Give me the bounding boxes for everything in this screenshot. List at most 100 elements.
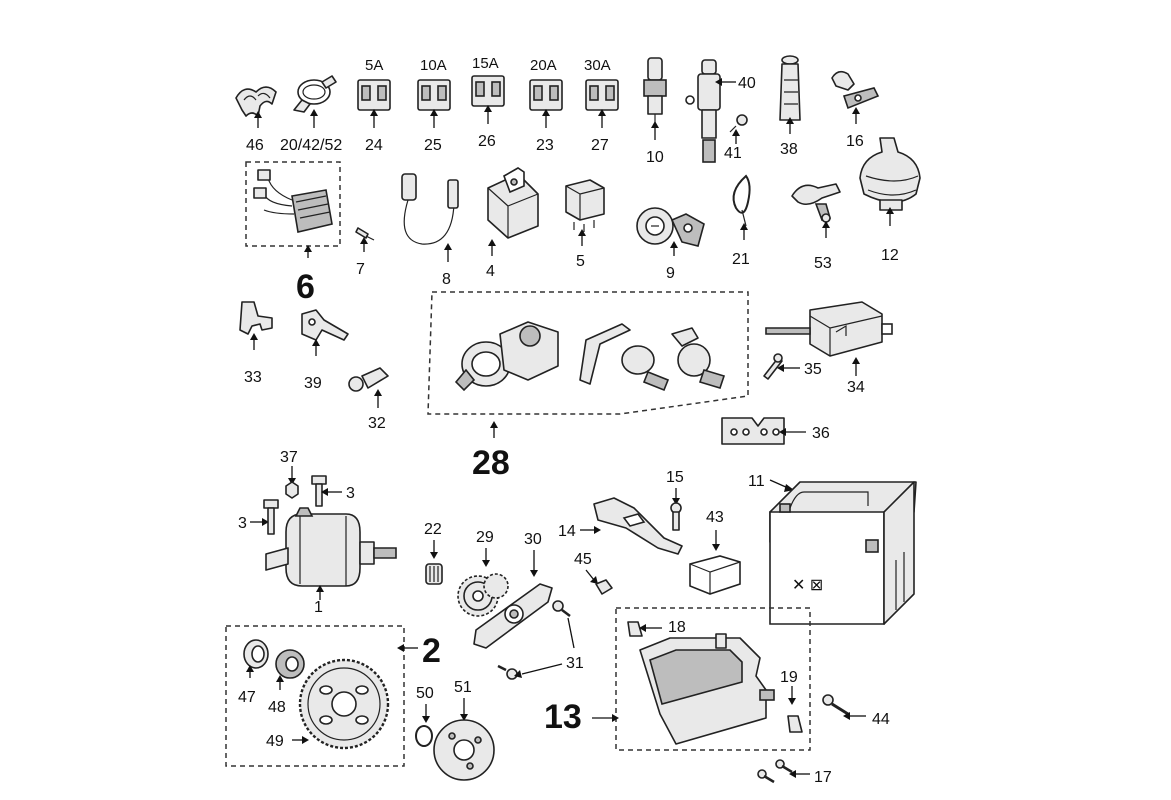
label-41: 41 — [724, 145, 742, 162]
label-4: 4 — [486, 263, 495, 280]
label-31: 31 — [566, 655, 584, 672]
screw-31a-icon — [552, 600, 571, 617]
label-7: 7 — [356, 261, 365, 278]
label-35: 35 — [804, 361, 822, 378]
label-10: 10 — [646, 149, 664, 166]
fuse-23-icon — [529, 79, 563, 111]
screws-17-icon — [757, 759, 793, 784]
label-8: 8 — [442, 271, 451, 288]
ignition-lock-9-icon — [636, 207, 705, 247]
label-50: 50 — [416, 685, 434, 702]
dashed-box-13 — [615, 607, 811, 751]
label-18: 18 — [668, 619, 686, 636]
cable-tie-21-icon — [732, 174, 751, 227]
label-11: 11 — [748, 473, 765, 490]
foam-block-43-icon — [689, 555, 741, 595]
label-23: 23 — [536, 137, 554, 154]
screw-31b-icon — [497, 664, 518, 680]
clip-46-icon — [235, 86, 277, 117]
screw-41-icon — [729, 114, 748, 133]
bracket-16-icon — [831, 70, 880, 110]
clip-18-icon — [627, 621, 643, 637]
clip-19-icon — [787, 715, 803, 733]
label-38: 38 — [780, 141, 798, 158]
label-28: 28 — [472, 444, 510, 482]
drum-51-icon — [433, 719, 495, 781]
label-37: 37 — [280, 449, 298, 466]
label-15: 15 — [666, 469, 684, 486]
screw-44-icon — [822, 694, 849, 716]
fitting-45-icon — [595, 579, 613, 595]
label-43: 43 — [706, 509, 724, 526]
needle-bearing-22-icon — [425, 563, 443, 585]
screw-35-icon — [763, 353, 783, 380]
label-39: 39 — [304, 375, 322, 392]
battery-11-icon — [769, 481, 917, 625]
fuse-rating-26: 15A — [472, 55, 499, 72]
label-13: 13 — [544, 698, 582, 736]
label-29: 29 — [476, 529, 494, 546]
fuse-rating-27: 30A — [584, 57, 611, 74]
label-40: 40 — [738, 75, 756, 92]
switch-40-icon — [685, 59, 721, 163]
relay-4-icon — [487, 167, 539, 239]
nut-37-icon — [285, 481, 299, 499]
label-17: 17 — [814, 769, 832, 786]
label-51: 51 — [454, 679, 472, 696]
label-25: 25 — [424, 137, 442, 154]
fuse-25-icon — [417, 79, 451, 111]
fuse-rating-25: 10A — [420, 57, 447, 74]
fuse-rating-23: 20A — [530, 57, 557, 74]
label-22: 22 — [424, 521, 442, 538]
ring-50-icon — [415, 725, 433, 747]
label-49: 49 — [266, 733, 284, 750]
gear-plate-30-icon — [473, 583, 553, 649]
lock-actuator-34-icon — [765, 301, 893, 357]
label-33: 33 — [244, 369, 262, 386]
label-32: 32 — [368, 415, 386, 432]
bolt-3-left-icon — [263, 499, 279, 535]
label-44: 44 — [872, 711, 890, 728]
label-21: 21 — [732, 251, 750, 268]
fuse-rating-24: 5A — [365, 57, 383, 74]
brake-switch-10-icon — [643, 57, 667, 124]
sprocket-49-icon — [298, 658, 390, 750]
label-3-top: 3 — [346, 485, 355, 502]
gear-29-icon — [457, 573, 509, 617]
label-6: 6 — [296, 268, 315, 306]
bolt-15-icon — [670, 502, 682, 531]
label-9: 9 — [666, 265, 675, 282]
label-3-left: 3 — [238, 515, 247, 532]
label-20-42-52: 20/42/52 — [280, 137, 342, 154]
label-1: 1 — [314, 599, 323, 616]
seal-47-icon — [243, 639, 269, 669]
label-16: 16 — [846, 133, 864, 150]
label-53: 53 — [814, 255, 832, 272]
fuse-27-icon — [585, 79, 619, 111]
regulator-6-icon — [253, 169, 333, 233]
dashed-box-28 — [427, 291, 749, 415]
label-34: 34 — [847, 379, 865, 396]
fuse-26-icon — [471, 75, 505, 107]
label-14: 14 — [558, 523, 576, 540]
dashed-box-2 — [225, 625, 405, 767]
label-12: 12 — [881, 247, 899, 264]
label-26: 26 — [478, 133, 496, 150]
grip-38-icon — [779, 55, 801, 121]
bracket-14-icon — [593, 497, 683, 555]
label-30: 30 — [524, 531, 542, 548]
label-24: 24 — [365, 137, 383, 154]
battery-box-13-icon — [639, 633, 775, 745]
clamp-53-icon — [791, 183, 841, 223]
lock-set-28-icon — [454, 321, 726, 392]
hose-clamp-icon — [293, 75, 337, 113]
bracket-39-icon — [301, 309, 349, 341]
bearing-48-icon — [275, 649, 305, 679]
label-19: 19 — [780, 669, 798, 686]
plate-36-icon — [721, 417, 785, 445]
label-36: 36 — [812, 425, 830, 442]
bolt-32-icon — [348, 367, 389, 392]
clip-33-icon — [239, 301, 273, 335]
bolt-3-top-icon — [311, 475, 327, 507]
